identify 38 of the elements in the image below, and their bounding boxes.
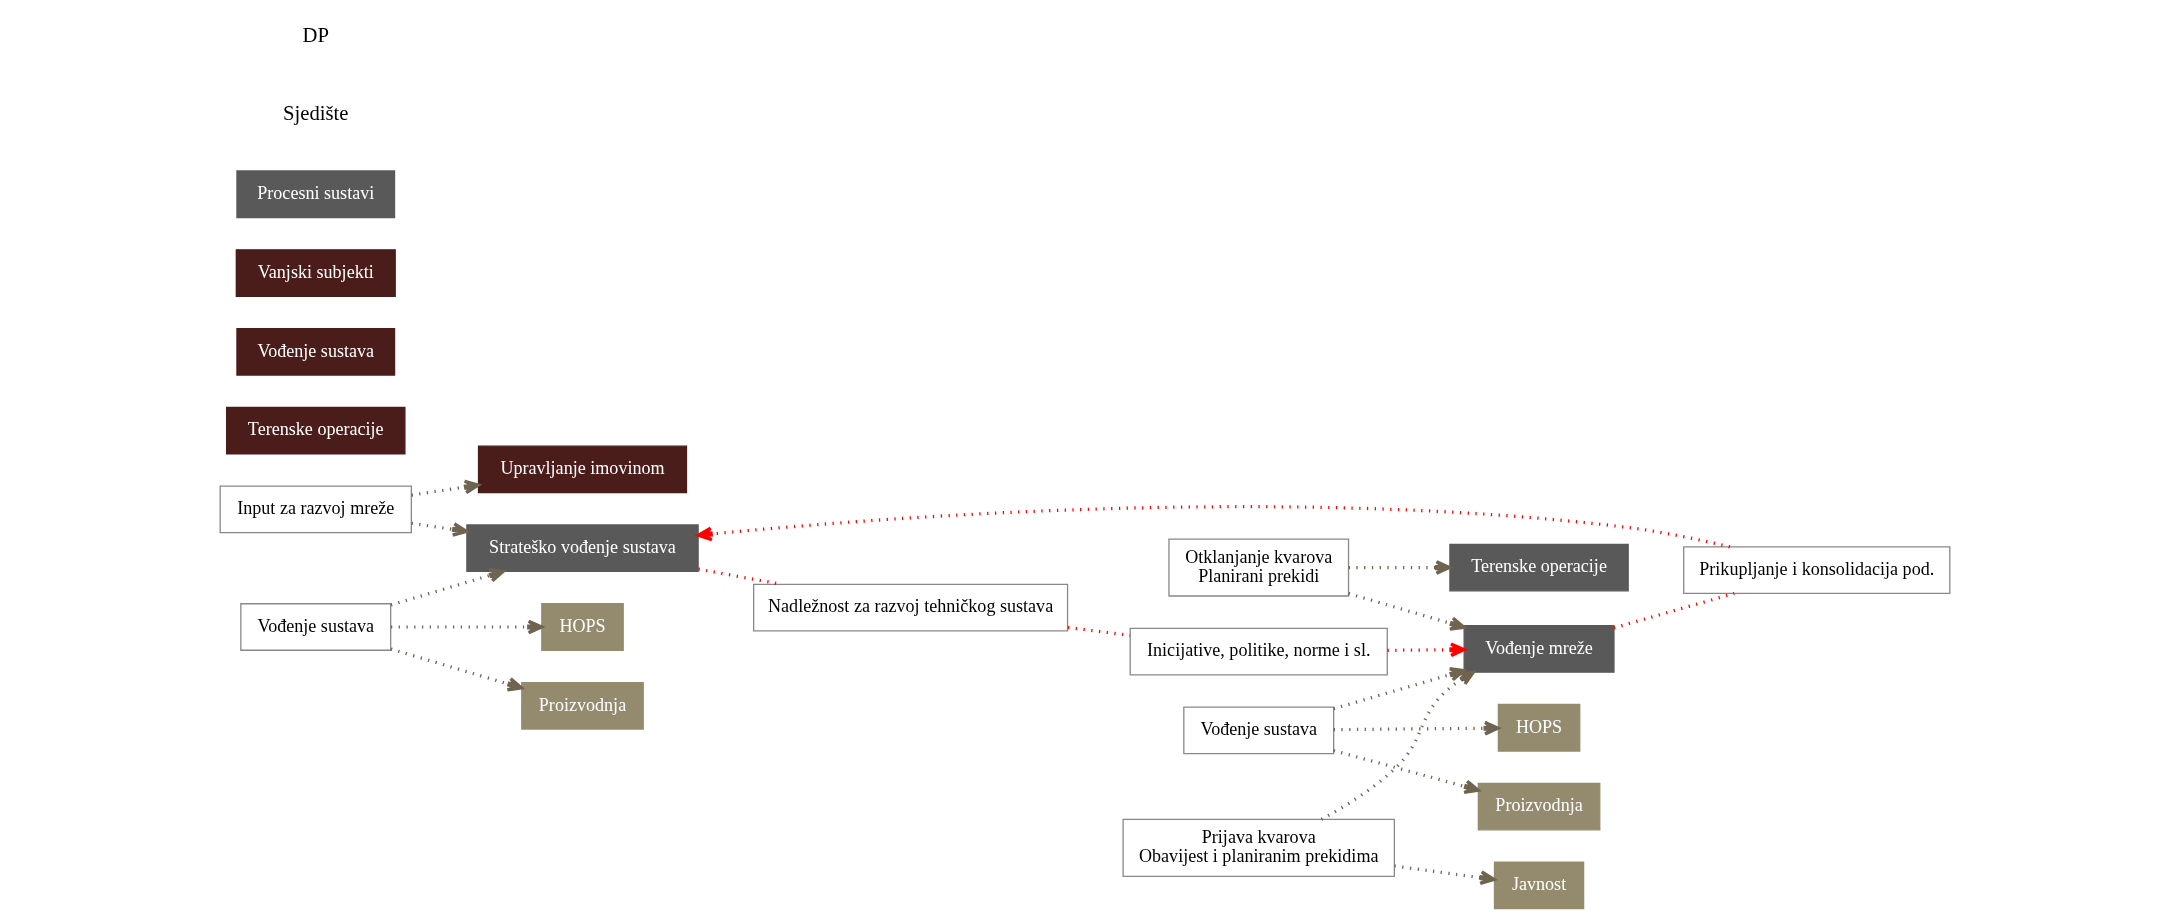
node-box: Terenske operacije [1448, 543, 1629, 592]
arrow [1393, 864, 1496, 886]
node-box: Proizvodnja [1477, 782, 1600, 831]
arrow [410, 479, 480, 497]
node-box: Javnost [1493, 861, 1584, 910]
node-box: Nadležnost za razvoj tehničkog sustava [752, 583, 1068, 632]
arrow [1320, 670, 1475, 821]
node-box: Input za razvoj mreže [219, 485, 412, 534]
label: DP [302, 23, 329, 46]
connector [1613, 591, 1735, 630]
node-box: Strateško vođenje sustava [465, 524, 699, 573]
arrow [696, 505, 1730, 549]
node-box: Vođenje sustava [235, 327, 395, 376]
arrow [1348, 560, 1451, 575]
node-box: Vođenje mreže [1463, 625, 1615, 673]
arrow [390, 619, 543, 635]
node-box: Inicijative, politike, norme i sl. [1129, 627, 1388, 676]
node-box: HOPS [1497, 703, 1580, 752]
connector [1067, 625, 1130, 637]
node-box: Terenske operacije [225, 406, 406, 455]
node-box: HOPS [540, 603, 624, 651]
arrow [390, 647, 523, 692]
node-box: Vođenje sustava [1182, 706, 1334, 755]
arrow [410, 521, 468, 537]
node-box: Vanjski subjekti [235, 249, 396, 297]
arrow [1347, 592, 1466, 631]
arrow [1333, 720, 1500, 736]
node-box: Prikupljanje i konsolidacija pod. [1682, 546, 1950, 595]
node-box: Prijava kvarova Obavijest i planiranim prekidima [1121, 818, 1395, 877]
node-box: Upravljanje imovinom [477, 445, 687, 494]
node-box: Proizvodnja [520, 681, 644, 730]
arrow [1332, 749, 1480, 794]
node-box: Vođenje sustava [239, 603, 391, 651]
arrow [390, 568, 505, 607]
arrow [1387, 642, 1466, 658]
label: Sjedište [282, 102, 348, 125]
node-box: Otklanjanje kvarova Planirani prekidi [1167, 538, 1349, 597]
node-box: Procesni sustavi [235, 170, 395, 219]
